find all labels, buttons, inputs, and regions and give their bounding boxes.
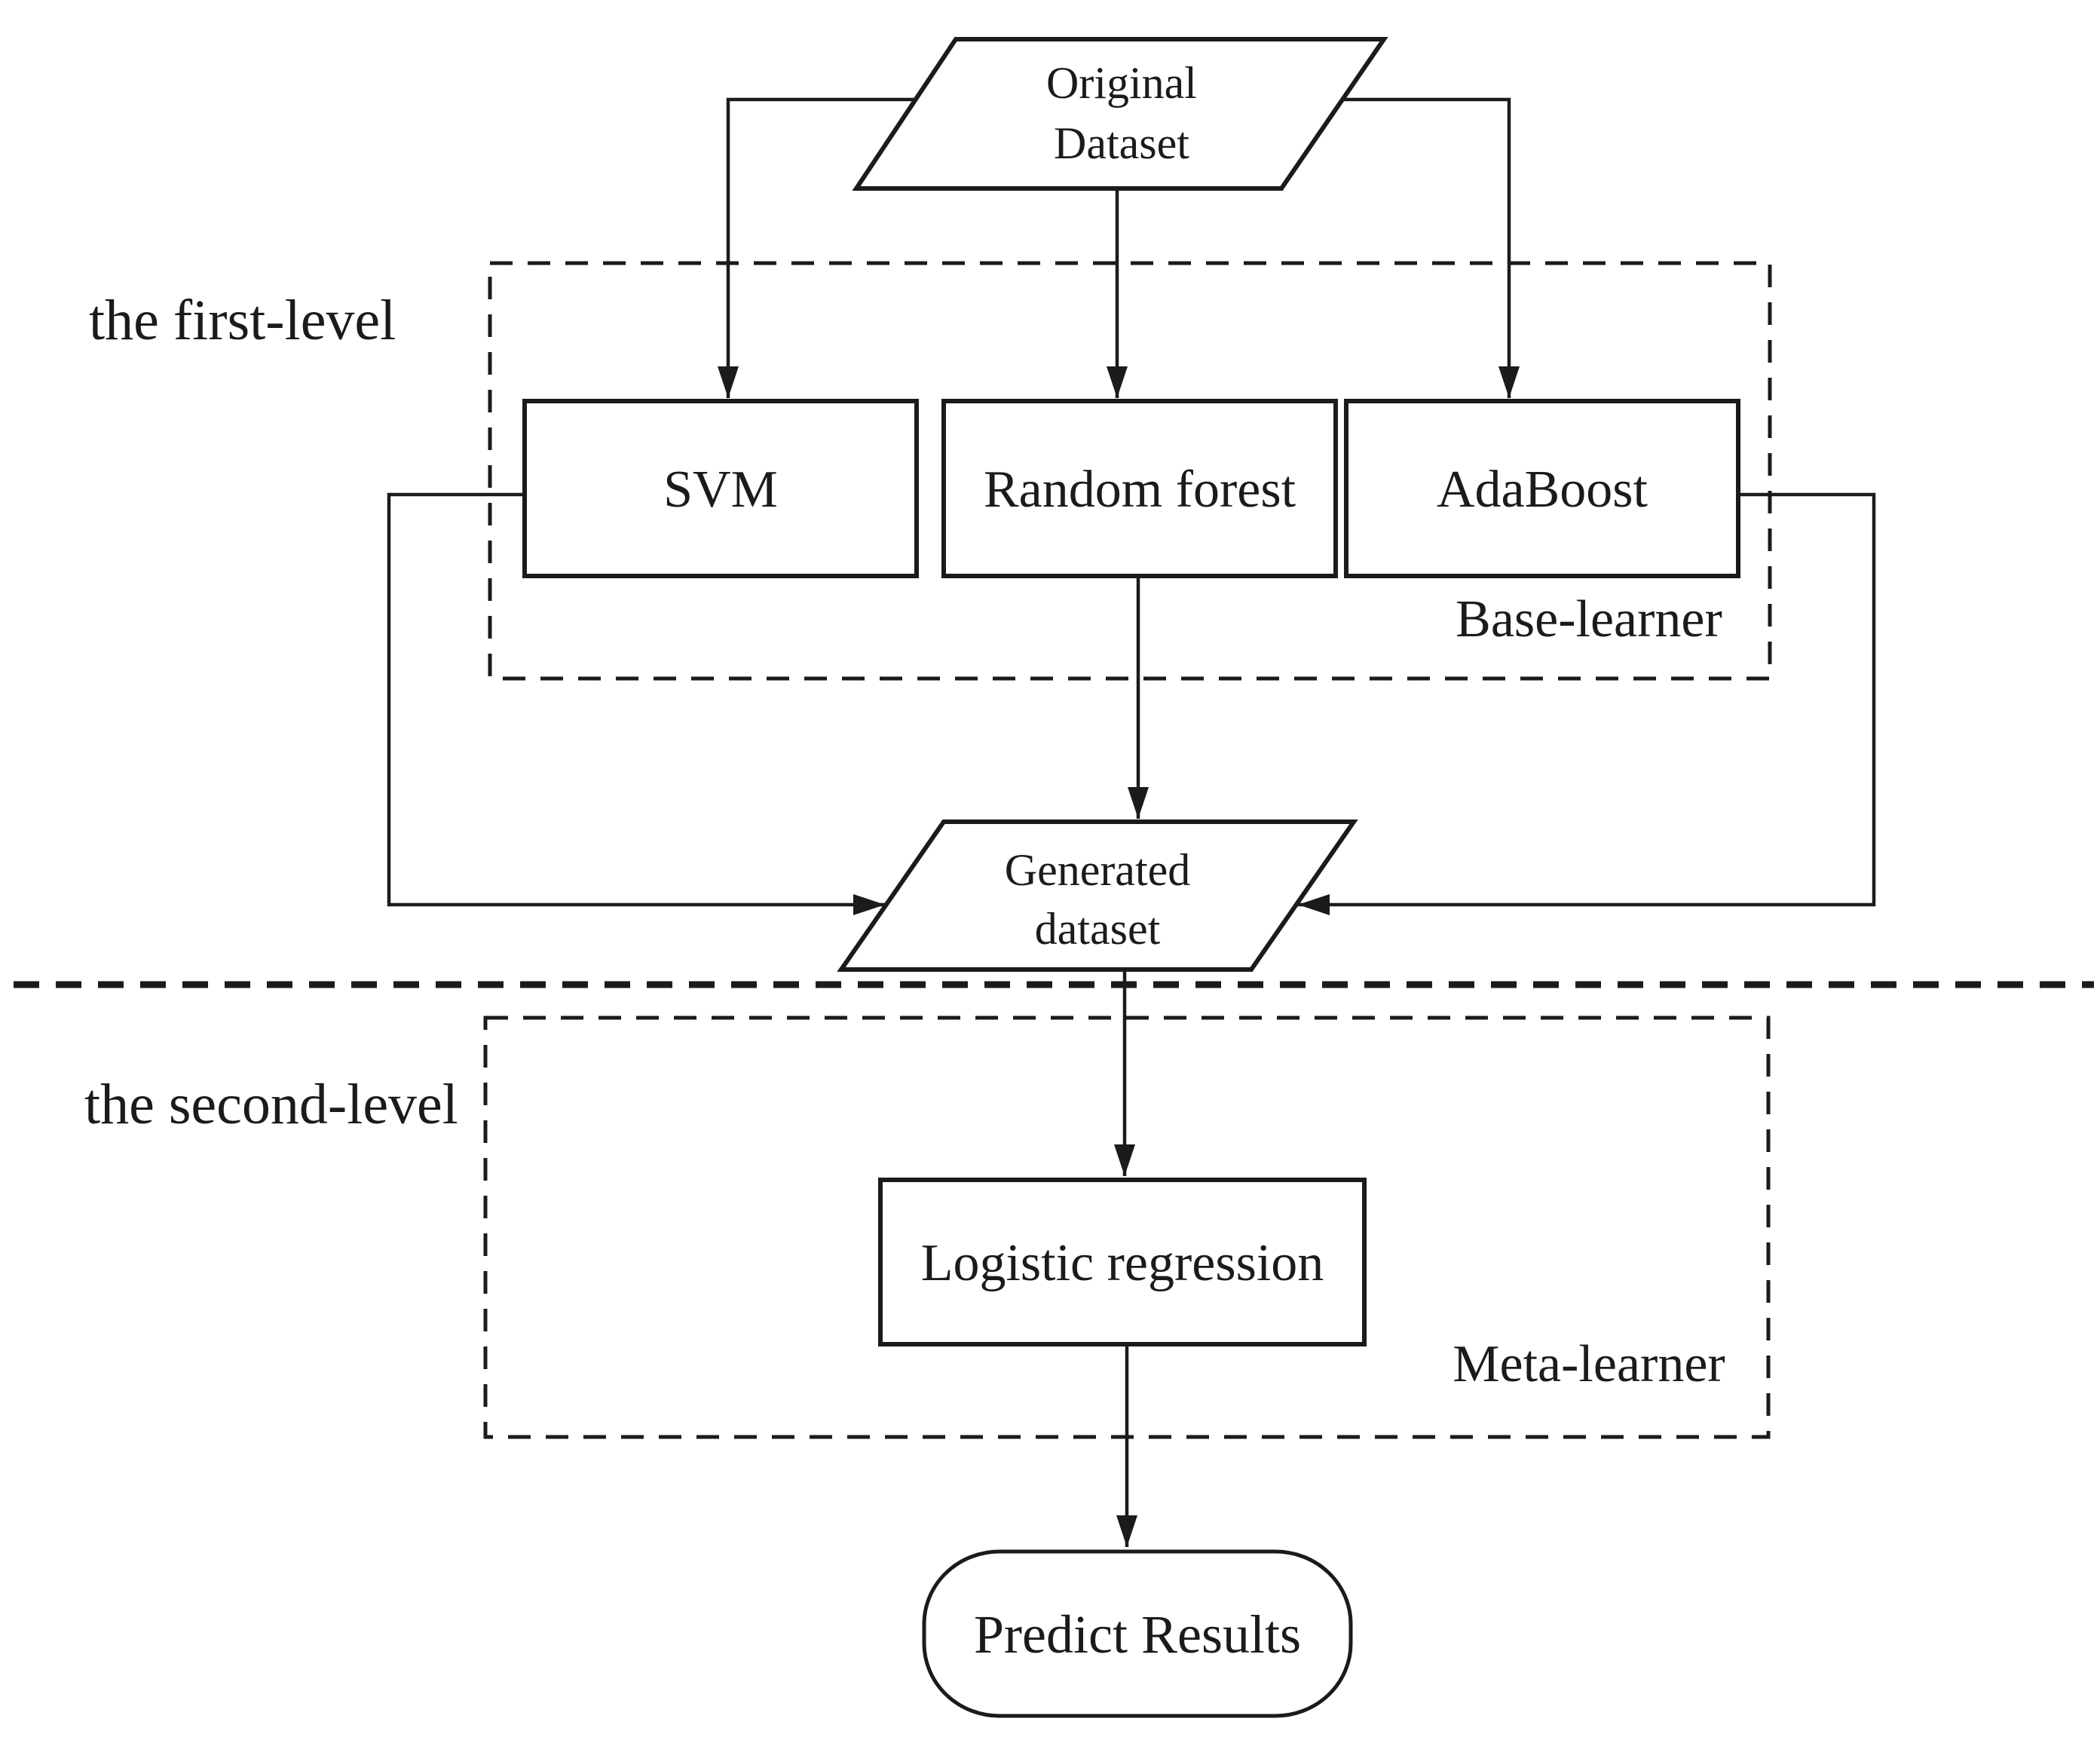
random-forest-label: Random forest: [984, 461, 1296, 519]
second-level-label: the second-level: [84, 1073, 458, 1136]
original-dataset-label-line2: Dataset: [1054, 118, 1189, 168]
first-level-label: the first-level: [89, 289, 396, 352]
base-learner-label: Base-learner: [1456, 590, 1722, 648]
original-dataset-node: [852, 37, 1388, 191]
arrow-svm-to-generated: [387, 492, 885, 915]
predict-results-label: Predict Results: [974, 1604, 1301, 1665]
adaboost-label: AdaBoost: [1437, 461, 1648, 519]
svm-label: SVM: [663, 461, 778, 519]
arrow-original-to-svm: [718, 97, 916, 398]
logistic-regression-label: Logistic regression: [921, 1234, 1324, 1292]
meta-learner-label: Meta-learner: [1453, 1335, 1725, 1393]
generated-dataset-node: [837, 819, 1358, 972]
svm-node: [522, 399, 919, 578]
logistic-regression-node: [878, 1178, 1367, 1346]
random-forest-node: [941, 399, 1338, 578]
predict-results-node: [922, 1549, 1353, 1718]
adaboost-node: [1344, 399, 1740, 578]
generated-dataset-label-line1: Generated: [1005, 845, 1191, 895]
generated-dataset-label-line2: dataset: [1035, 904, 1161, 954]
arrow-adaboost-to-generated: [1298, 492, 1876, 915]
original-dataset-label-line1: Original: [1046, 58, 1197, 108]
arrow-original-to-adaboost: [1344, 97, 1520, 398]
first-level-dashed-region: [488, 261, 1772, 681]
